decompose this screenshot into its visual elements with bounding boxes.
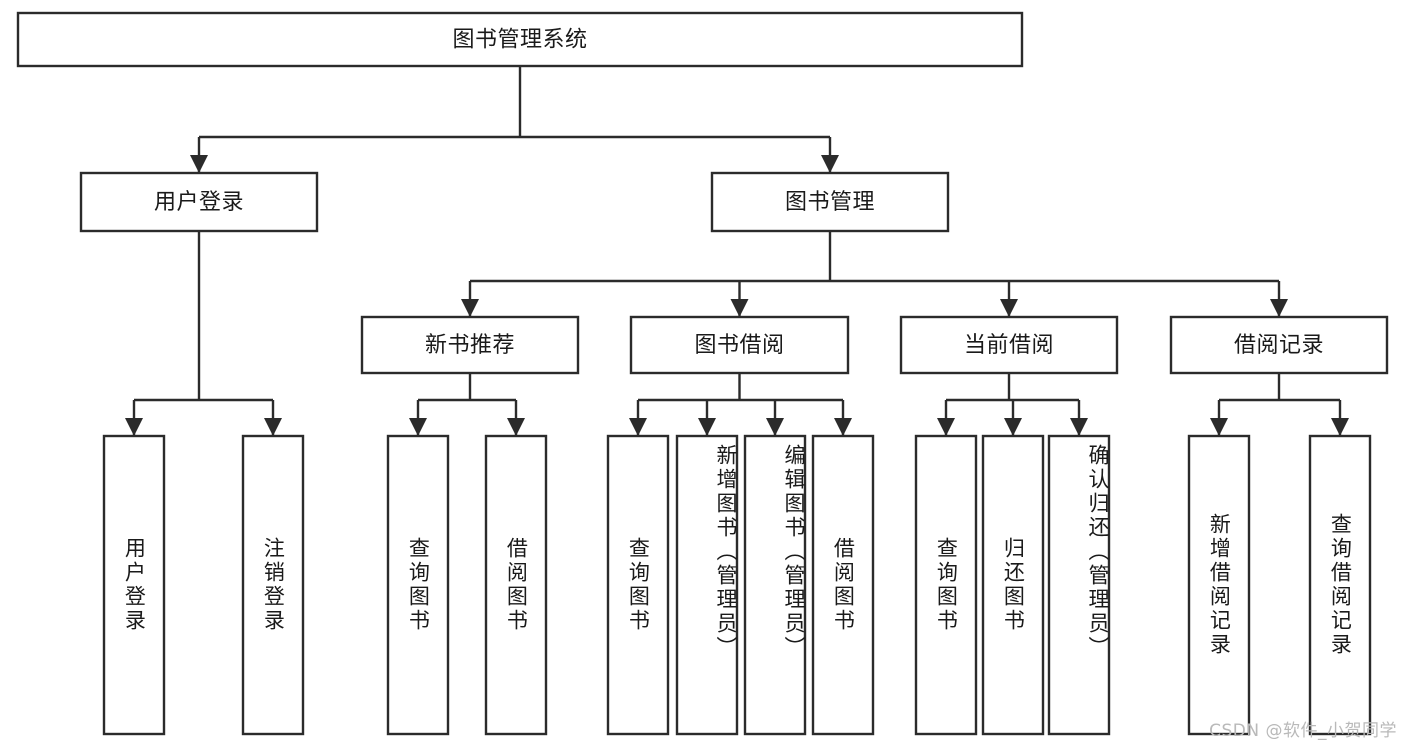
node-book-borrow-label: 图书借阅 <box>694 333 784 358</box>
arrow-head <box>937 418 955 436</box>
node-new-book-recommend-box[interactable] <box>360 315 580 375</box>
arrow-head <box>821 155 839 173</box>
arrow-head <box>461 299 479 317</box>
node-leaf-query-book-current-box[interactable] <box>914 434 978 736</box>
arrow-head <box>766 418 784 436</box>
node-leaf-borrow-book-box[interactable] <box>811 434 875 736</box>
arrow-head <box>1004 418 1022 436</box>
arrow-head <box>125 418 143 436</box>
node-user-login[interactable]: 用户登录 <box>79 171 319 233</box>
node-borrow-records-box[interactable] <box>1169 315 1389 375</box>
node-leaf-return-book-box[interactable] <box>981 434 1045 736</box>
node-root-box[interactable] <box>16 11 1024 68</box>
arrow-head <box>1070 418 1088 436</box>
node-book-borrow[interactable]: 图书借阅 <box>629 315 850 375</box>
arrow-head <box>1270 299 1288 317</box>
arrow-head <box>1210 418 1228 436</box>
node-leaf-query-book-borrow-box[interactable] <box>606 434 670 736</box>
node-leaf-query-book-rec-box[interactable] <box>386 434 450 736</box>
node-leaf-confirm-return-admin-box[interactable] <box>1047 434 1111 736</box>
arrow-head <box>629 418 647 436</box>
node-leaf-user-logout-box[interactable] <box>241 434 305 736</box>
node-borrow-records-label: 借阅记录 <box>1234 333 1324 358</box>
node-book-management-box[interactable] <box>710 171 950 233</box>
node-leaf-query-borrow-record-box[interactable] <box>1308 434 1372 736</box>
arrow-head <box>507 418 525 436</box>
connector-layer <box>125 66 1349 436</box>
arrow-head <box>409 418 427 436</box>
node-borrow-records[interactable]: 借阅记录 <box>1169 315 1389 375</box>
arrow-head <box>190 155 208 173</box>
node-leaf-add-book-admin-box[interactable] <box>675 434 739 736</box>
node-new-book-recommend[interactable]: 新书推荐 <box>360 315 580 375</box>
node-book-management-label: 图书管理 <box>785 190 875 215</box>
node-user-login-label: 用户登录 <box>154 190 244 215</box>
node-leaf-user-login-box[interactable] <box>102 434 166 736</box>
arrow-head <box>698 418 716 436</box>
node-new-book-recommend-label: 新书推荐 <box>425 333 515 358</box>
node-leaf-borrow-book-rec-box[interactable] <box>484 434 548 736</box>
node-leaf-edit-book-admin-box[interactable] <box>743 434 807 736</box>
arrow-head <box>730 299 749 317</box>
watermark-text: CSDN @软件_小贺同学 <box>1209 721 1397 741</box>
node-current-borrow-box[interactable] <box>899 315 1119 375</box>
arrow-head <box>834 418 852 436</box>
node-leaf-add-borrow-record-box[interactable] <box>1187 434 1251 736</box>
arrow-head <box>264 418 282 436</box>
arrow-head <box>1000 299 1018 317</box>
arrow-head <box>1331 418 1349 436</box>
node-current-borrow[interactable]: 当前借阅 <box>899 315 1119 375</box>
node-book-borrow-box[interactable] <box>629 315 850 375</box>
node-book-management[interactable]: 图书管理 <box>710 171 950 233</box>
node-root[interactable]: 图书管理系统 <box>16 11 1024 68</box>
node-root-label: 图书管理系统 <box>452 28 587 53</box>
node-user-login-box[interactable] <box>79 171 319 233</box>
node-current-borrow-label: 当前借阅 <box>964 333 1054 358</box>
